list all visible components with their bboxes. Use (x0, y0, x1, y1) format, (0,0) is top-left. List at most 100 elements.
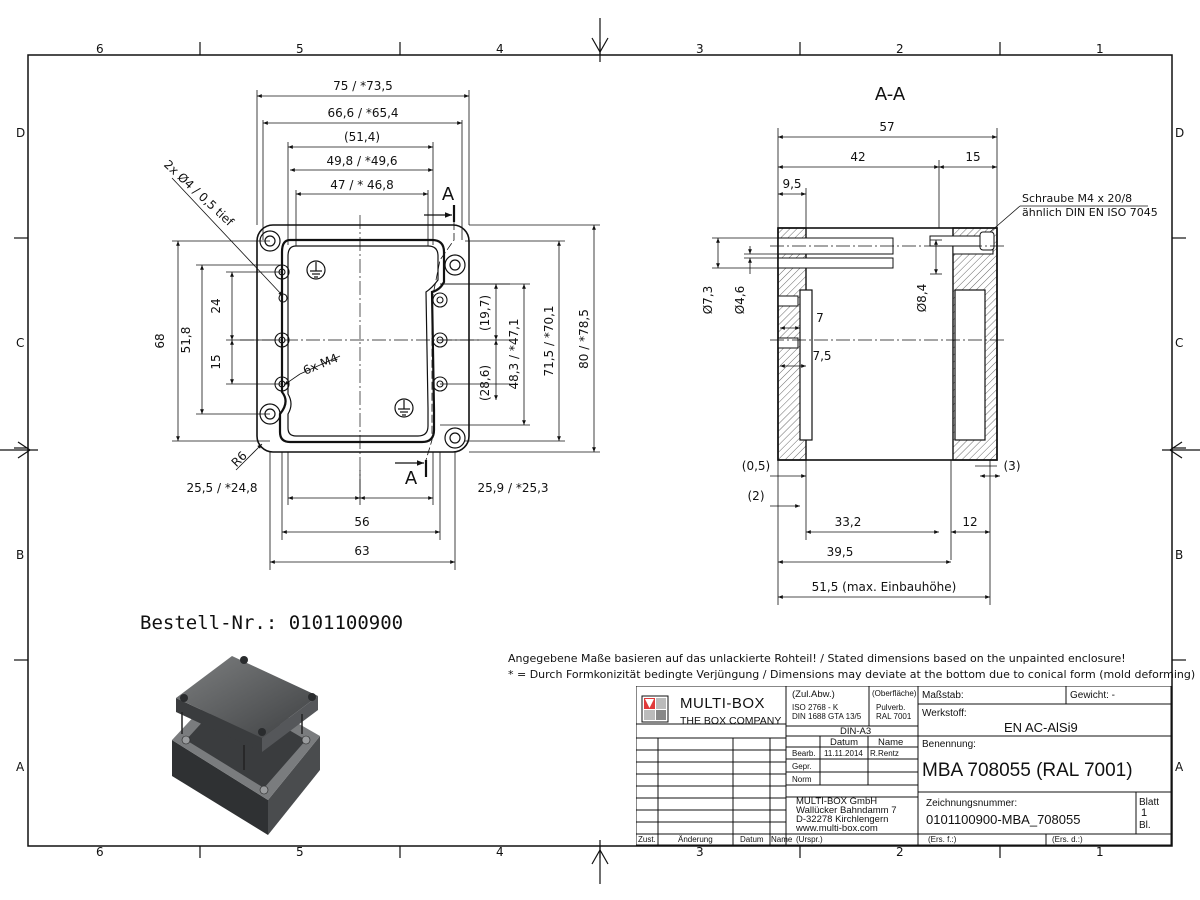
zone-label-bottom: 5 (296, 845, 304, 859)
dim-label: 71,5 / *70,1 (542, 305, 556, 376)
dim-label: 48,3 / *47,1 (507, 318, 521, 389)
multibox-logo-icon (641, 695, 669, 723)
zone-label-top: 4 (496, 42, 504, 56)
dim-label: 56 (354, 515, 369, 529)
weight-label: Gewicht: - (1070, 690, 1116, 701)
earth-symbol-icon (394, 398, 414, 418)
tolerance-header: (Zul.Abw.) (792, 689, 835, 700)
date-header: Datum (830, 737, 858, 748)
address-line: www.multi-box.com (796, 823, 878, 834)
norm-label: Norm (792, 775, 812, 784)
note-line-1: Angegebene Maße basieren auf das unlacki… (508, 652, 1126, 665)
address-line: MULTI-BOX GmbH (796, 796, 878, 807)
centering-mark-right (1162, 441, 1200, 459)
replaced-by-label: (Ers. d.:) (1052, 835, 1083, 844)
dim-label: (3) (1004, 459, 1021, 473)
dim-label: 39,5 (827, 545, 854, 559)
centering-mark-top (591, 18, 609, 62)
dim-label: 68 (153, 333, 167, 348)
section-view (712, 128, 1148, 605)
section-mark-label: A (405, 468, 418, 489)
dim-label: (28,6) (478, 365, 492, 401)
front-view (171, 90, 600, 570)
company-address: MULTI-BOX GmbH Wallücker Bahndamm 7 D-32… (796, 796, 897, 834)
company-tagline: THE BOX COMPANY (680, 715, 782, 727)
product-name: MBA 708055 (RAL 7001) (922, 760, 1133, 781)
dim-label: 15 (209, 354, 223, 369)
surface-ral: RAL 7001 (876, 712, 912, 721)
address-line: D-32278 Kirchlengern (796, 814, 889, 825)
centering-mark-bottom (591, 840, 609, 884)
dim-label: (2) (748, 489, 765, 503)
dim-label: 75 / *73,5 (333, 79, 393, 93)
zone-label-right: B (1175, 548, 1184, 562)
drawing-number-label: Zeichnungsnummer: (926, 798, 1018, 809)
paper-format: DIN-A3 (840, 726, 872, 737)
section-title: A-A (875, 84, 906, 105)
edited-name: R.Rentz (870, 749, 899, 758)
dim-label: 9,5 (782, 177, 801, 191)
sheet-number: 1 (1141, 807, 1148, 819)
zone-label-bottom: 2 (896, 845, 904, 859)
drawing-number: 0101100900-MBA_708055 (926, 812, 1081, 827)
sheet-label: Blatt (1139, 797, 1160, 808)
dim-label: Ø8,4 (915, 284, 929, 313)
zone-label-right: D (1175, 126, 1185, 140)
dim-label: 12 (962, 515, 977, 529)
dim-label: 49,8 / *49,6 (326, 154, 397, 168)
enclosure-outline (256, 224, 470, 453)
revision-state-header: Zust. (638, 835, 656, 844)
dim-label: 57 (879, 120, 894, 134)
zone-label-right: C (1175, 336, 1184, 350)
zone-label-bottom: 3 (696, 845, 704, 859)
dim-label: 51,5 (max. Einbauhöhe) (812, 580, 957, 594)
zone-label-top: 6 (96, 42, 104, 56)
tolerance-din: DIN 1688 GTA 13/5 (792, 712, 862, 721)
dim-label: 63 (354, 544, 369, 558)
tolerance-iso: ISO 2768 - K (792, 703, 839, 712)
dim-label: Ø4,6 (733, 286, 747, 315)
origin-label: (Urspr.) (796, 835, 823, 844)
name-header: Name (878, 737, 904, 748)
dim-label: 51,8 (179, 327, 193, 354)
surface-header: (Oberfläche) (872, 689, 917, 698)
edited-label: Bearb. (792, 749, 816, 758)
dim-label: 24 (209, 298, 223, 313)
dim-label: 7 (816, 311, 824, 325)
dim-label: 25,9 / *25,3 (477, 481, 548, 495)
order-number: Bestell-Nr.: 0101100900 (140, 612, 404, 634)
material-label: Werkstoff: (922, 708, 967, 719)
dim-label: 6x M4 (301, 351, 340, 378)
note-line-2: * = Durch Formkonizität bedingte Verjüng… (508, 668, 1196, 681)
revision-change-header: Änderung (678, 835, 713, 844)
zone-label-left: D (16, 126, 26, 140)
zone-label-left: B (16, 548, 25, 562)
scale-label: Maßstab: (922, 690, 964, 701)
screw-note: ähnlich DIN EN ISO 7045 (1022, 206, 1158, 219)
centering-mark-left (0, 441, 38, 459)
zone-label-bottom: 6 (96, 845, 104, 859)
title-block-grid (636, 686, 1172, 846)
drawing-frame (0, 18, 1200, 884)
dim-label: 42 (850, 150, 865, 164)
sheet-count-label: Bl. (1139, 820, 1151, 831)
edited-date: 11.11.2014 (824, 749, 863, 758)
material-value: EN AC-AlSi9 (1004, 720, 1078, 735)
dim-label: (51,4) (344, 130, 380, 144)
dim-label: 7,5 (812, 349, 831, 363)
dim-label: 80 / *78,5 (577, 309, 591, 369)
zone-label-top: 5 (296, 42, 304, 56)
dim-label: R6 (229, 449, 250, 470)
zone-label-top: 3 (696, 42, 704, 56)
dim-label: Ø7,3 (701, 286, 715, 315)
screw-note: Schraube M4 x 20/8 (1022, 192, 1132, 205)
surface-coating: Pulverb. (876, 703, 906, 712)
revision-date-header: Datum (740, 835, 764, 844)
company-name: MULTI-BOX (680, 695, 766, 712)
earth-symbol-icon (306, 260, 326, 280)
dim-label: 25,5 / *24,8 (186, 481, 257, 495)
zone-label-top: 1 (1096, 42, 1104, 56)
dim-label: (19,7) (478, 295, 492, 331)
checked-label: Gepr. (792, 762, 812, 771)
designation-label: Benennung: (922, 739, 976, 750)
